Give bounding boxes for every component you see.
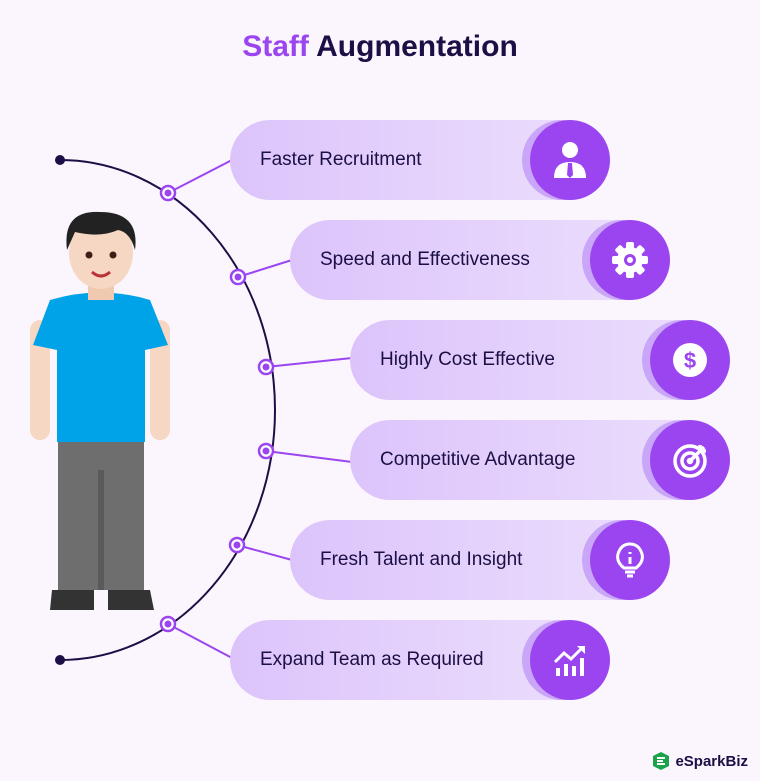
item-label: Expand Team as Required: [260, 649, 484, 670]
svg-text:$: $: [684, 348, 696, 373]
item-faster-recruitment: Faster Recruitment: [230, 120, 610, 200]
item-speed-effectiveness: Speed and Effectiveness: [290, 220, 670, 300]
brand-name: eSparkBiz: [675, 752, 748, 770]
item-label: Faster Recruitment: [260, 149, 422, 170]
page-title: Staff Augmentation: [0, 30, 760, 64]
item-label: Speed and Effectiveness: [320, 249, 530, 270]
target-icon: [650, 420, 730, 500]
brand-logo-icon: [653, 752, 670, 770]
growth-chart-icon: [530, 620, 610, 700]
title-accent: Staff: [242, 30, 309, 63]
lightbulb-icon: [590, 520, 670, 600]
item-fresh-talent: Fresh Talent and Insight: [290, 520, 670, 600]
item-label: Fresh Talent and Insight: [320, 549, 523, 570]
item-competitive-advantage: Competitive Advantage: [350, 420, 730, 500]
businessman-icon: [530, 120, 610, 200]
dollar-icon: $: [650, 320, 730, 400]
item-cost-effective: Highly Cost Effective $: [350, 320, 730, 400]
title-rest: Augmentation: [316, 30, 518, 63]
item-label: Competitive Advantage: [380, 449, 576, 470]
person-illustration: [30, 211, 170, 610]
item-label: Highly Cost Effective: [380, 349, 555, 370]
gear-icon: [590, 220, 670, 300]
brand-logo: eSparkBiz: [651, 751, 748, 771]
item-expand-team: Expand Team as Required: [230, 620, 610, 700]
